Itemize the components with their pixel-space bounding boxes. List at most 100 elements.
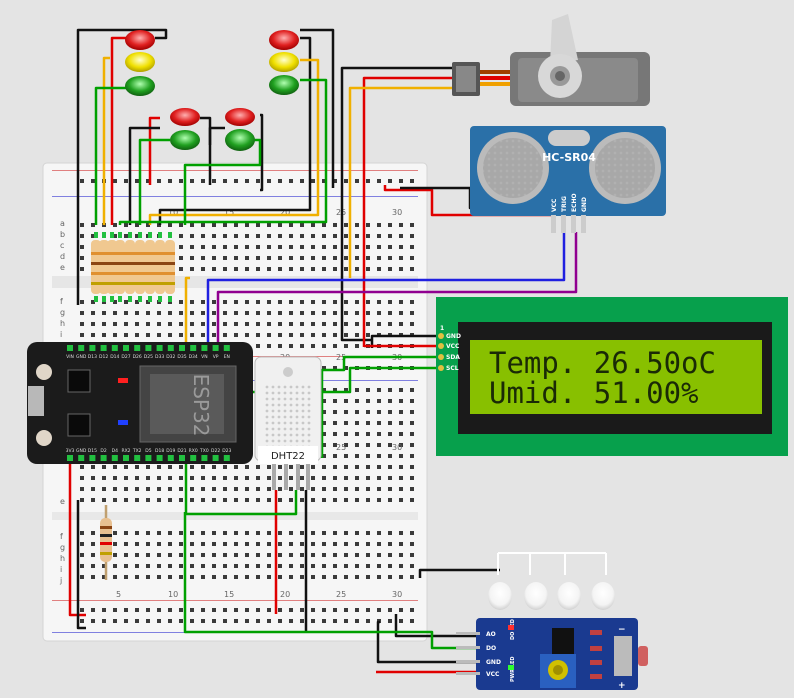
dht-label: DHT22	[271, 451, 305, 462]
resistor[interactable]	[155, 232, 165, 302]
col-number: 20	[280, 208, 290, 217]
esp32-pin[interactable]	[167, 345, 174, 351]
esp32-pin[interactable]	[134, 455, 141, 461]
ldr-pin-label: VCC	[486, 671, 500, 678]
red-led[interactable]	[170, 108, 200, 126]
esp32-pin[interactable]	[67, 345, 73, 351]
ldr-pin-label: DO	[486, 645, 496, 652]
esp32-pin[interactable]	[223, 455, 230, 461]
row-letter: j	[59, 576, 62, 585]
esp32-pin-label: D15	[88, 448, 97, 454]
white-led[interactable]	[591, 582, 615, 610]
green-led[interactable]	[170, 130, 200, 150]
esp32-pin[interactable]	[89, 345, 96, 351]
esp32-pin-label: EN	[224, 354, 230, 360]
row-letter: h	[60, 554, 65, 563]
esp32-pin-label: VIN	[66, 354, 74, 360]
esp32-pin[interactable]	[111, 345, 118, 351]
esp32-pin[interactable]	[89, 455, 96, 461]
esp32-pin[interactable]	[78, 345, 85, 351]
resistor[interactable]	[145, 232, 155, 302]
lcd-line-1: Temp. 26.50oC	[489, 346, 716, 380]
esp32-pin[interactable]	[179, 455, 185, 461]
green-led[interactable]	[225, 129, 255, 151]
terminal-plus: +	[618, 681, 626, 691]
esp32-pin-label: D25	[144, 354, 153, 360]
esp32-pin-label: D22	[211, 448, 220, 454]
esp32-pin[interactable]	[179, 345, 185, 351]
yellow-led[interactable]	[125, 52, 155, 72]
resistor[interactable]	[135, 232, 145, 302]
dht22-sensor[interactable]: DHT22	[254, 356, 322, 490]
resistor[interactable]	[115, 232, 125, 302]
esp32-pin-label: D35	[177, 354, 186, 360]
red-led[interactable]	[269, 30, 299, 50]
esp32-pin-label: TX2	[132, 448, 142, 454]
esp32-pin-label: D27	[121, 354, 130, 360]
hc-sr04-sensor[interactable]: HC-SR04 VCC TRIG ECHO GND	[470, 126, 666, 233]
esp32-pin[interactable]	[212, 345, 219, 351]
esp32-pin[interactable]	[145, 455, 152, 461]
esp32-pin[interactable]	[212, 455, 219, 461]
led-cluster-right	[225, 30, 299, 151]
esp32-pin[interactable]	[156, 345, 163, 351]
esp32-pin-label: RX0	[189, 448, 198, 454]
esp32-pin[interactable]	[190, 455, 197, 461]
white-led[interactable]	[557, 582, 581, 610]
esp32-pin[interactable]	[201, 345, 208, 351]
pin-number: 1	[440, 325, 444, 332]
reset-button[interactable]	[36, 430, 52, 446]
esp32-pin-label: D34	[189, 354, 198, 360]
lcd-pin-label: SCL	[446, 365, 459, 372]
lcd-pin-label: VCC	[446, 343, 460, 350]
col-number: 10	[168, 590, 178, 599]
green-led[interactable]	[125, 76, 155, 96]
esp32-pin-label: VP	[213, 354, 219, 360]
white-led[interactable]	[488, 582, 512, 610]
servo-motor[interactable]	[452, 14, 650, 106]
yellow-led[interactable]	[269, 52, 299, 72]
row-letter: g	[60, 308, 65, 317]
esp32-pin[interactable]	[223, 345, 230, 351]
red-led[interactable]	[125, 30, 155, 50]
esp32-pin-label: D32	[166, 354, 175, 360]
esp32-pin[interactable]	[167, 455, 174, 461]
col-number: 20	[280, 590, 290, 599]
ldr-module[interactable]: AO DO GND VCC DO LED PWR LED − +	[456, 618, 648, 691]
row-letter: d	[60, 252, 65, 261]
esp32-pin[interactable]	[100, 455, 107, 461]
esp32-pin[interactable]	[190, 345, 197, 351]
esp32-pin-label: D14	[110, 354, 119, 360]
lcd-1602[interactable]: Temp. 26.50oC Umid. 51.00% 1 GND VCC SDA…	[436, 297, 788, 456]
esp32-pin-label: GND	[76, 448, 87, 454]
esp32-pin[interactable]	[111, 455, 118, 461]
esp32-pin[interactable]	[100, 345, 107, 351]
esp32-pin-label: D21	[177, 448, 186, 454]
resistor[interactable]	[99, 232, 109, 302]
ldr-photoresistor	[638, 646, 648, 666]
esp32-pin[interactable]	[123, 345, 129, 351]
esp32-pin[interactable]	[123, 455, 129, 461]
esp32-pin[interactable]	[134, 345, 141, 351]
esp32-pin[interactable]	[78, 455, 85, 461]
green-led[interactable]	[269, 75, 299, 95]
resistor[interactable]	[91, 232, 101, 302]
boot-button[interactable]	[36, 364, 52, 380]
esp32-pin[interactable]	[156, 455, 163, 461]
resistor[interactable]	[125, 232, 135, 302]
col-number: 15	[224, 590, 234, 599]
resistor[interactable]	[107, 232, 117, 302]
esp32-pin-label: RX2	[121, 448, 130, 454]
red-led[interactable]	[225, 108, 255, 126]
white-led[interactable]	[524, 582, 548, 610]
resistor[interactable]	[165, 232, 175, 302]
esp32-pin[interactable]	[145, 345, 152, 351]
col-number: 15	[224, 208, 234, 217]
esp32-pin[interactable]	[67, 455, 73, 461]
power-led	[118, 378, 128, 383]
esp32-pin[interactable]	[201, 455, 208, 461]
resistor[interactable]	[100, 518, 112, 562]
pin-label: ECHO	[571, 193, 578, 212]
wires	[68, 28, 607, 674]
